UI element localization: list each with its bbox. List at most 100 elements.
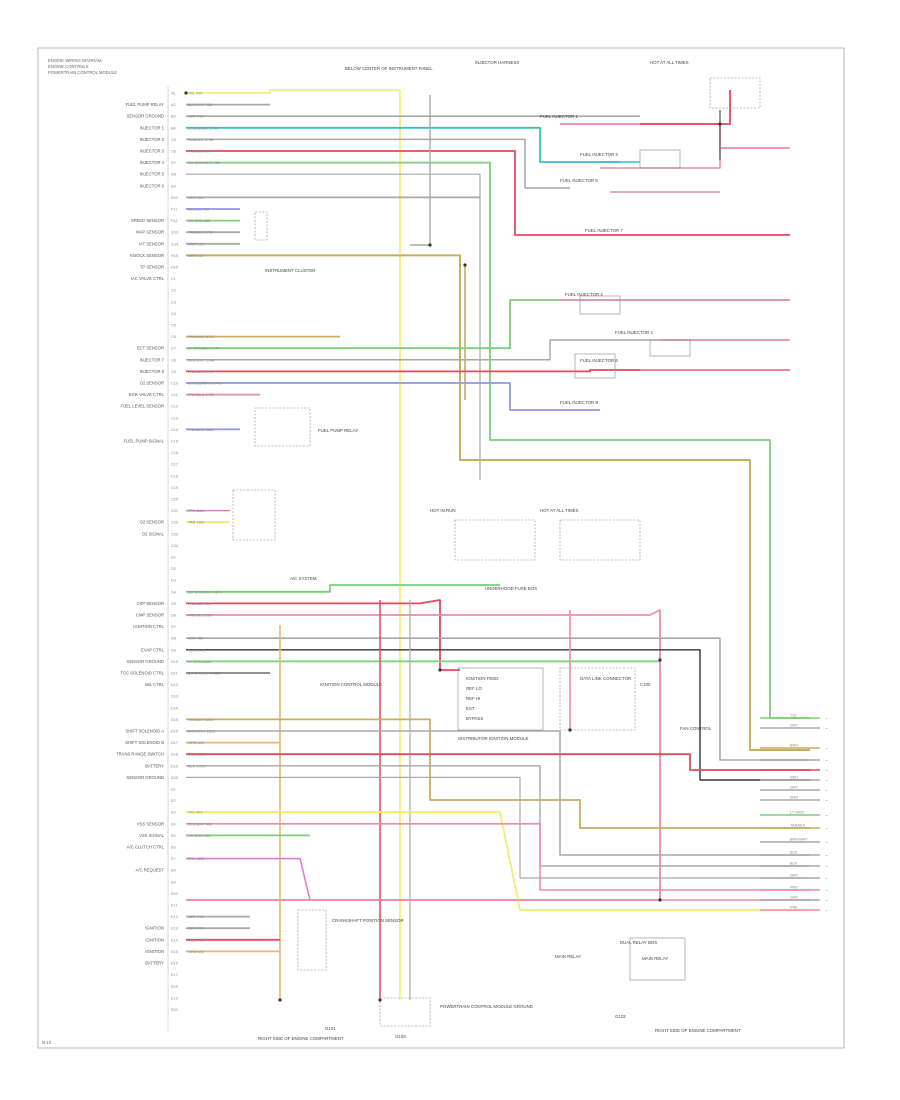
pcm-pin-label: E10 xyxy=(171,196,178,200)
wire-code: ORN 340 xyxy=(188,950,204,954)
pcm-pin-label: C6 xyxy=(171,150,176,154)
ground-label: G102 xyxy=(615,1014,626,1019)
pcm-pin-label: D16 xyxy=(171,730,178,734)
callout-mid-block-b: HOT AT ALL TIMES xyxy=(540,508,579,513)
right-wire-color: LT GRN xyxy=(790,811,804,815)
pcm-pin-label: E20 xyxy=(171,1008,178,1012)
injector-box-b xyxy=(579,295,621,315)
wire-code: PPL/WHT 400 xyxy=(188,822,212,826)
wire-red-feed xyxy=(640,90,731,125)
wire-code: GRY 420 xyxy=(188,196,203,200)
pcm-pin-function: IGNITION xyxy=(145,937,164,942)
right-wire-color: BLK xyxy=(790,851,798,855)
pcm-pin-label: E9 xyxy=(171,880,176,884)
right-wire-color: GRY xyxy=(790,724,799,728)
pcm-pin-function: IAT SENSOR xyxy=(139,241,164,246)
pcm-pin-function: IAC VALVE CTRL xyxy=(131,276,165,281)
injector-label: FUEL INJECTOR 4 xyxy=(615,330,653,335)
right-connector-pin: • xyxy=(826,854,828,858)
pcm-pin-label: D1 xyxy=(171,556,176,560)
pcm-pin-function: INJECTOR 2 xyxy=(140,137,165,142)
pcm-pin-label: C21 xyxy=(171,509,178,513)
wire-green-49 xyxy=(186,660,661,663)
right-connector-pin: • xyxy=(826,727,828,731)
pcm-pin-function: INJECTOR 4 xyxy=(140,160,165,165)
wire-code: DK BLU 496 xyxy=(188,208,209,212)
wire-code: PNK/BLK 1744 xyxy=(188,370,214,374)
right-connector-pin: • xyxy=(826,909,828,913)
pcm-pin-label: D8 xyxy=(171,637,176,641)
header-line-2: ENGINE CONTROLS xyxy=(48,64,89,69)
pcm-pin-label: E14 xyxy=(171,938,178,942)
pcm-pin-function: O2 SENSOR xyxy=(140,520,164,525)
injector-label: FUEL INJECTOR 5 xyxy=(560,178,598,183)
ckp-sensor-box xyxy=(297,909,327,971)
pcm-pin-label: E7 xyxy=(171,857,176,861)
injector-label: FUEL INJECTOR 7 xyxy=(585,228,623,233)
right-connector-pin: • xyxy=(826,889,828,893)
wire-code: RED 1228 xyxy=(188,753,206,757)
right-connector-pin: • xyxy=(826,717,828,721)
pcm-pin-label: D15 xyxy=(171,718,178,722)
pcm-pin-function: A/C CLUTCH CTRL xyxy=(127,845,165,850)
pcm-pin-label: D4 xyxy=(171,590,176,594)
pcm-pin-label: C2 xyxy=(171,289,176,293)
ignition-module-terminal: REF HI xyxy=(466,696,480,701)
pcm-pin-function: EVAP CTRL xyxy=(141,647,165,652)
pcm-pin-label: D11 xyxy=(171,672,178,676)
right-connector-pin: • xyxy=(826,814,828,818)
wire-code: YEL/BLK 1223 xyxy=(188,718,213,722)
pcm-pin-label: E9 xyxy=(171,184,176,188)
pcm-pin-function: SHIFT SOLENOID B xyxy=(125,740,164,745)
pcm-pin-label: C16 xyxy=(171,451,178,455)
wire-code: BLK/WHT 452 xyxy=(188,103,212,107)
pcm-pin-function: SENSOR GROUND xyxy=(127,775,164,780)
pcm-pin-function: BATTERY xyxy=(145,763,164,768)
ignition-module-terminal: IGNITION FEED xyxy=(466,676,498,681)
pcm-pin-label: E2 xyxy=(171,799,176,803)
wire-code: GRY 429 xyxy=(188,637,203,641)
pcm-pin-label: C8 xyxy=(171,358,176,362)
pcm-pin-function: CKP SENSOR xyxy=(137,601,164,606)
pcm-pin-label: E10 xyxy=(171,892,178,896)
pcm-pin-label: C20 xyxy=(171,498,178,502)
pcm-pin-label: C24 xyxy=(171,544,178,548)
pcm-pin-label: E3 xyxy=(171,811,176,815)
pcm-pin-label: A1 xyxy=(171,92,176,96)
wire-code: RED 440 xyxy=(188,938,203,942)
pcm-pin-label: E11 xyxy=(171,904,177,908)
ignition-module-terminal: REF LO xyxy=(466,686,482,691)
pcm-pin-function: FUEL PUMP RELAY xyxy=(126,102,165,107)
hot-at-all-times-box xyxy=(709,77,761,109)
pcm-pin-label: D7 xyxy=(171,161,176,165)
wire-code: ORN 340 xyxy=(188,741,204,745)
splice-dot xyxy=(378,998,382,1002)
pcm-pin-label: C5 xyxy=(171,138,176,142)
pcm-pin-label: D2 xyxy=(171,567,176,571)
wire-code: LT BLU/BLK 1746 xyxy=(188,126,218,130)
pcm-pin-label: H15 xyxy=(171,254,178,258)
pcm-pin-function: FUEL LEVEL SENSOR xyxy=(121,404,164,409)
pcm-pin-function: IGNITION xyxy=(145,926,164,931)
pcm-pin-label: D20 xyxy=(171,776,178,780)
wire-code: TAN/WHT 1787 xyxy=(188,335,214,339)
wire-code: WHT 121 xyxy=(188,242,204,246)
callout-top-fuse-note: BELOW CENTER OF INSTRUMENT PANEL xyxy=(345,66,433,71)
pcm-pin-label: E18 xyxy=(171,985,178,989)
callout-right-top-block: HOT AT ALL TIMES xyxy=(650,60,689,65)
wire-code: BLK 1709 xyxy=(188,764,205,768)
pcm-pin-label: C3 xyxy=(171,300,176,304)
pcm-pin-function: MIL CTRL xyxy=(145,682,165,687)
pcm-pin-function: FUEL PUMP SIGNAL xyxy=(124,439,165,444)
pcm-pin-label: C23 xyxy=(171,532,178,536)
pcm-pin-label: C15 xyxy=(171,440,178,444)
callout-ignition-module: IGNITION CONTROL MODULE xyxy=(320,682,382,687)
data-link-box xyxy=(559,667,636,731)
pcm-pin-label: C22 xyxy=(171,521,178,525)
pcm-pin-function: O2 SENSOR xyxy=(140,381,164,386)
pcm-pin-label: B3 xyxy=(171,115,176,119)
wire-pink-63 xyxy=(186,822,810,891)
wire-code: YEL 470 xyxy=(188,92,202,96)
pcm-pin-label: D18 xyxy=(171,753,178,757)
